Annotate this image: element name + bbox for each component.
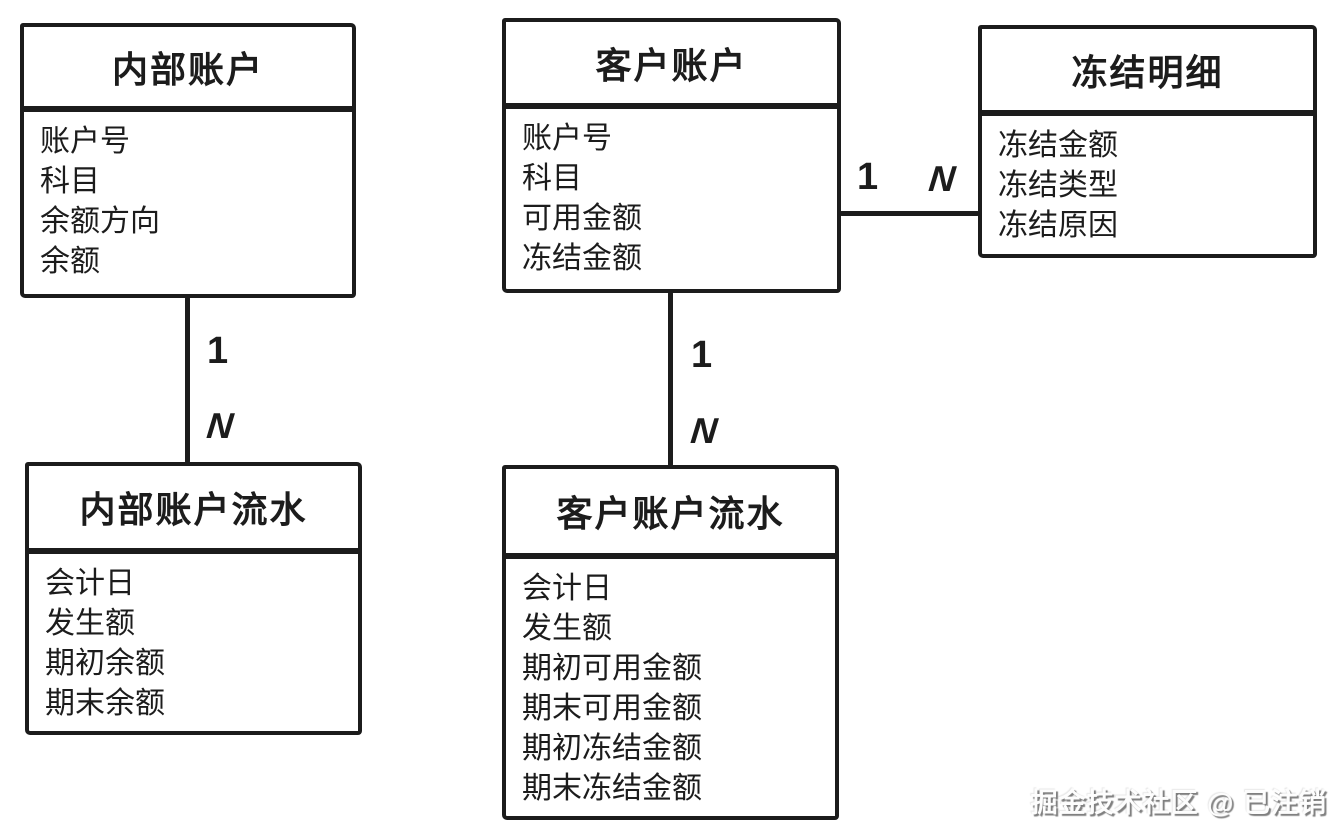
entity-field-list: 账户号科目可用金额冻结金额 <box>506 109 837 279</box>
cardinality-one-label: 1 <box>857 156 879 198</box>
entity-field: 余额方向 <box>40 205 160 238</box>
entity-title: 冻结明细 <box>982 29 1313 116</box>
entity-field: 账户号 <box>522 122 612 155</box>
entity-customer-account-flow: 客户账户流水 会计日发生额期初可用金额期末可用金额期初冻结金额期末冻结金额 <box>502 465 839 820</box>
entity-freeze-detail: 冻结明细 冻结金额冻结类型冻结原因 <box>978 25 1317 258</box>
entity-field: 冻结原因 <box>998 209 1118 242</box>
entity-internal-account-flow: 内部账户流水 会计日发生额期初余额期末余额 <box>25 462 362 735</box>
relation-line-internal-account-to-flow <box>185 296 190 464</box>
entity-field-list: 会计日发生额期初余额期末余额 <box>29 554 358 724</box>
entity-field: 期初冻结金额 <box>522 732 702 765</box>
cardinality-many-label: N <box>926 158 958 199</box>
entity-customer-account: 客户账户 账户号科目可用金额冻结金额 <box>502 18 841 293</box>
relation-line-customer-account-to-freeze-detail <box>839 211 980 216</box>
cardinality-many-label: N <box>688 410 720 451</box>
entity-field: 期末冻结金额 <box>522 772 702 805</box>
entity-field-list: 账户号科目余额方向余额 <box>24 112 352 282</box>
entity-field: 期初余额 <box>45 647 165 680</box>
entity-field: 冻结金额 <box>522 242 642 275</box>
entity-field: 余额 <box>40 245 100 278</box>
entity-field-list: 会计日发生额期初可用金额期末可用金额期初冻结金额期末冻结金额 <box>506 559 835 809</box>
entity-title: 内部账户 <box>24 27 352 112</box>
entity-field: 会计日 <box>522 572 612 605</box>
entity-field: 科目 <box>522 162 582 195</box>
entity-field: 发生额 <box>45 607 135 640</box>
entity-field: 期初可用金额 <box>522 652 702 685</box>
entity-field: 会计日 <box>45 567 135 600</box>
entity-field: 账户号 <box>40 125 130 158</box>
entity-field: 期末可用金额 <box>522 692 702 725</box>
entity-field-list: 冻结金额冻结类型冻结原因 <box>982 116 1313 246</box>
cardinality-one-label: 1 <box>207 330 229 372</box>
relation-line-customer-account-to-flow <box>668 291 673 467</box>
entity-field: 发生额 <box>522 612 612 645</box>
entity-field: 冻结类型 <box>998 169 1118 202</box>
entity-field: 期末余额 <box>45 687 165 720</box>
cardinality-many-label: N <box>204 405 236 446</box>
entity-title: 客户账户流水 <box>506 469 835 559</box>
entity-field: 冻结金额 <box>998 129 1118 162</box>
entity-field: 科目 <box>40 165 100 198</box>
entity-title: 内部账户流水 <box>29 466 358 554</box>
entity-field: 可用金额 <box>522 202 642 235</box>
entity-internal-account: 内部账户 账户号科目余额方向余额 <box>20 23 356 298</box>
watermark: 掘金技术社区 @ 已注销 <box>1030 788 1327 818</box>
entity-title: 客户账户 <box>506 22 837 109</box>
cardinality-one-label: 1 <box>691 334 713 376</box>
